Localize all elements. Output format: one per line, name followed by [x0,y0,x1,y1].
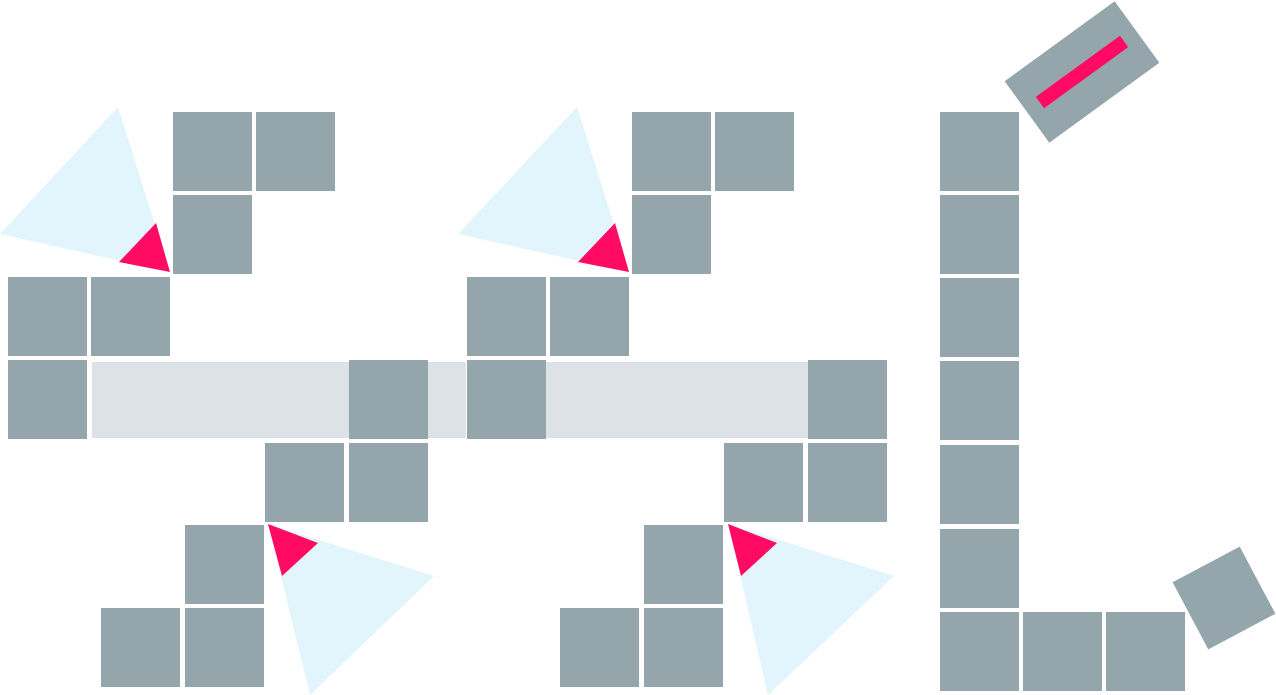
red-triangle-icon[interactable] [578,223,629,272]
block[interactable] [808,443,887,522]
block[interactable] [101,608,180,687]
block[interactable] [1172,546,1276,650]
block[interactable] [185,608,264,687]
block[interactable] [173,195,252,274]
red-triangle-icon[interactable] [268,524,318,576]
block[interactable] [808,360,887,439]
red-bar-icon [1035,35,1129,109]
rotated-block-small[interactable] [1172,546,1276,650]
block[interactable] [940,361,1019,440]
block[interactable] [644,608,723,687]
block[interactable] [632,195,711,274]
block[interactable] [940,445,1019,524]
block[interactable] [1106,612,1185,691]
block[interactable] [724,443,803,522]
block[interactable] [8,360,87,439]
light-beam-top-middle [458,107,629,272]
block[interactable] [185,525,264,604]
track-rail-middle [430,362,466,438]
block[interactable] [940,612,1019,691]
block[interactable] [644,525,723,604]
light-beam-bottom-middle [728,524,894,695]
block[interactable] [256,112,335,191]
block[interactable] [940,529,1019,608]
block[interactable] [550,277,629,356]
rotated-switch-block[interactable] [1004,1,1160,143]
block[interactable] [560,608,639,687]
light-beam-top-left [0,107,170,272]
block[interactable] [8,277,87,356]
block[interactable] [467,277,546,356]
light-beam-bottom-left [268,524,434,695]
block[interactable] [349,443,428,522]
block[interactable] [715,112,794,191]
red-triangle-icon[interactable] [728,524,777,576]
block[interactable] [1023,612,1102,691]
block[interactable] [940,278,1019,357]
red-triangle-icon[interactable] [119,223,170,272]
block[interactable] [940,112,1019,191]
block[interactable] [467,360,546,439]
track-rail-right [546,362,808,438]
block[interactable] [940,195,1019,274]
block[interactable] [173,112,252,191]
block[interactable] [632,112,711,191]
block[interactable] [349,360,428,439]
block[interactable] [91,277,170,356]
block[interactable] [265,443,344,522]
